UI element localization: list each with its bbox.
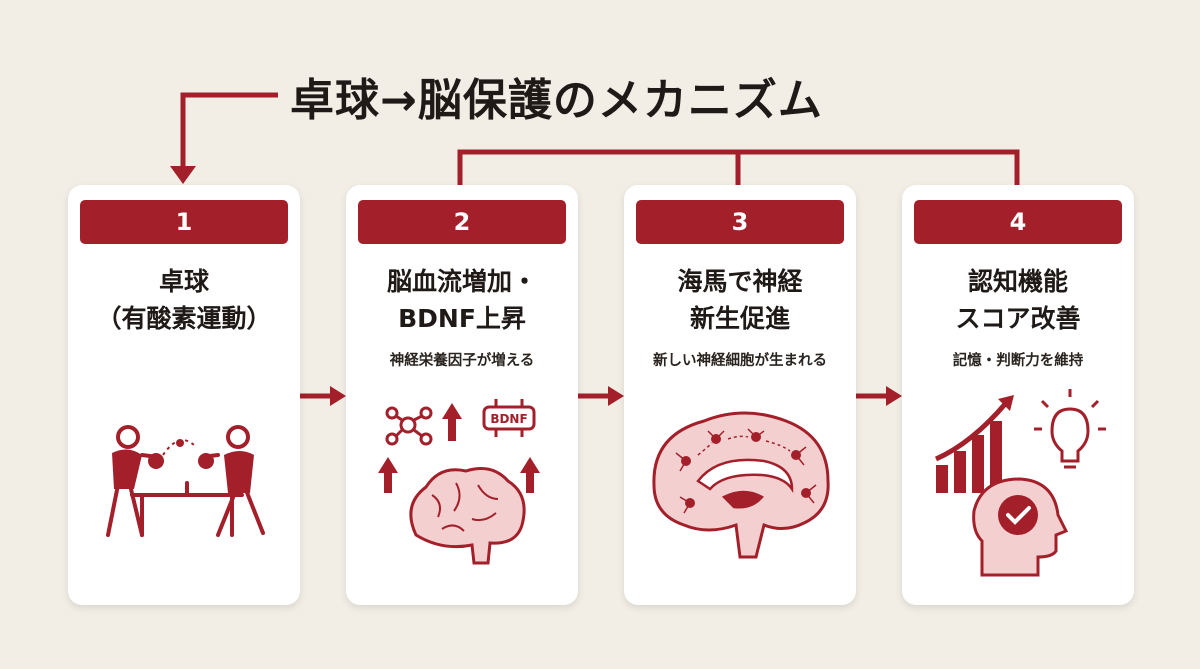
page-title: 卓球→脳保護のメカニズム	[290, 75, 823, 126]
step-subtitle: 神経栄養因子が増える	[389, 353, 535, 369]
arrow-head-1-icon	[330, 386, 346, 406]
brain-shape	[409, 467, 526, 565]
step-title-line-2: BDNF上昇	[398, 304, 526, 333]
step-subtitle: 記憶・判断力を維持	[952, 353, 1084, 369]
step-number: 4	[914, 200, 1122, 244]
step-card-1: 1 卓球 （有酸素運動）	[68, 185, 300, 605]
step-number: 1	[80, 200, 288, 244]
title-to-step1-connector	[180, 92, 278, 170]
step-title-line-2: （有酸素運動）	[96, 304, 272, 333]
table-tennis-players-icon	[106, 425, 265, 537]
step-title: 認知機能 スコア改善	[908, 263, 1128, 337]
step-title: 脳血流増加・ BDNF上昇	[352, 263, 572, 337]
step-number: 2	[358, 200, 566, 244]
step-title-line-1: 脳血流増加・	[386, 267, 537, 296]
brain-bdnf-icon: BDNF	[378, 399, 540, 565]
arrow-down-head-icon	[170, 166, 196, 184]
step-title: 卓球 （有酸素運動）	[74, 263, 294, 337]
bdnf-badge-label: BDNF	[490, 412, 527, 426]
top-bracket-connector	[457, 149, 1020, 185]
step-number: 3	[636, 200, 844, 244]
step-card-3: 3 海馬で神経 新生促進 新しい神経細胞が生まれる	[624, 185, 856, 605]
step-card-2: 2 脳血流増加・ BDNF上昇 神経栄養因子が増える BDNF	[346, 185, 578, 605]
step-title: 海馬で神経 新生促進	[630, 263, 850, 337]
arrow-head-2-icon	[608, 386, 624, 406]
step-title-line-1: 海馬で神経	[677, 267, 803, 296]
step-subtitle: 新しい神経細胞が生まれる	[653, 353, 827, 369]
step-title-line-1: 卓球	[158, 267, 209, 296]
cognitive-improvement-icon	[934, 389, 1106, 577]
lightbulb-icon	[1034, 389, 1106, 469]
brain-hippocampus-neurons-icon	[652, 411, 830, 559]
bar-chart-icon	[936, 421, 1002, 493]
head-gear-icon	[972, 477, 1069, 577]
arrow-head-3-icon	[886, 386, 902, 406]
step-card-4: 4 認知機能 スコア改善 記憶・判断力を維持	[902, 185, 1134, 605]
step-title-line-1: 認知機能	[967, 267, 1068, 296]
step-title-line-2: スコア改善	[955, 304, 1081, 333]
step-title-line-2: 新生促進	[689, 304, 790, 333]
